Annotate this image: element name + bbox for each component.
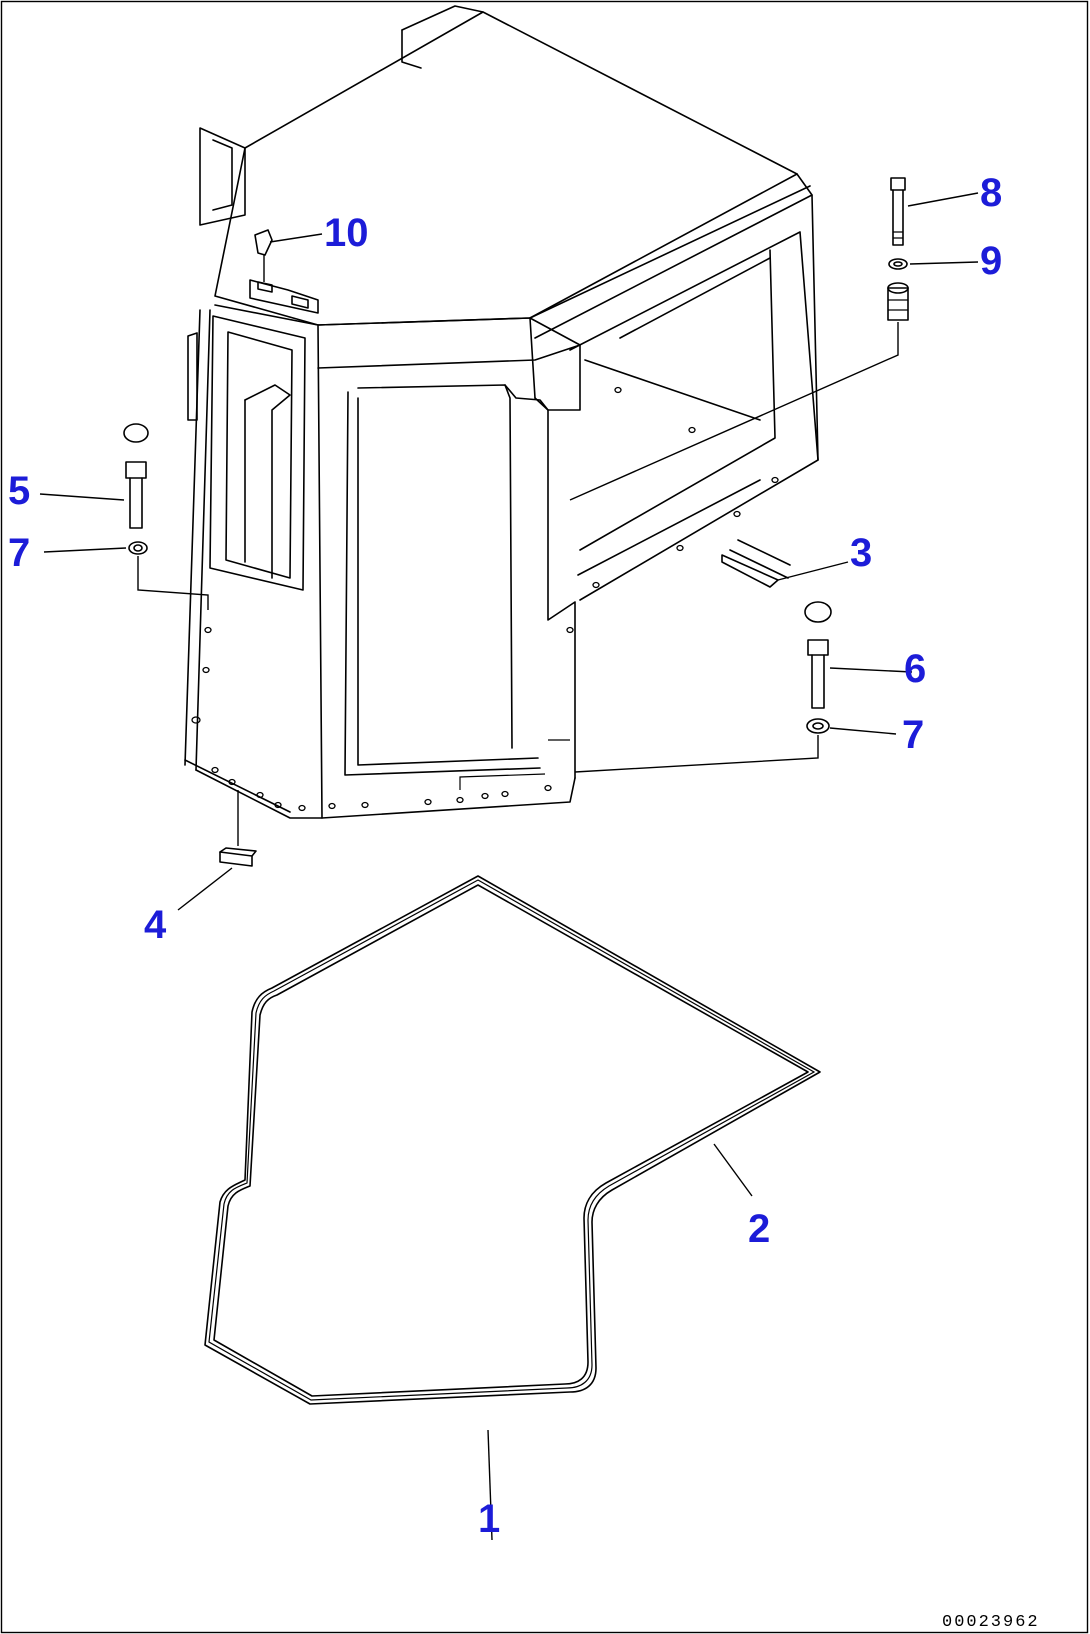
callout-7-left: 7 [8,531,30,575]
part-5-bolt [123,423,149,529]
part-8-bolt [890,177,906,246]
callout-6: 6 [904,647,926,691]
leader-7-left [43,547,127,553]
part-7-washer-right [574,718,830,773]
document-number: 00023962 [942,1613,1040,1632]
leader-9 [909,261,979,265]
callout-10: 10 [324,211,369,255]
part-4-block [219,790,257,867]
part-3-plate [721,554,779,588]
part-9-washer [888,258,908,270]
leader-2 [713,1143,753,1197]
spacer-collar [569,282,909,501]
callout-labels: 10 8 9 5 7 3 6 7 4 2 1 [8,171,1002,1541]
leader-1 [487,1429,493,1541]
leader-lines [39,192,979,1541]
callout-3: 3 [850,531,872,575]
leader-5 [39,493,125,501]
part-1-floor-mat-seal [204,875,821,1405]
cab-body [184,5,819,819]
callout-9: 9 [980,239,1002,283]
leader-4 [177,867,233,911]
callout-7-right: 7 [902,713,924,757]
callout-8: 8 [980,171,1002,215]
part-6-bolt [804,601,832,709]
leader-3 [777,561,849,581]
leader-6 [829,667,913,673]
callout-2: 2 [748,1207,770,1251]
leader-7-right [829,727,897,735]
leader-8 [907,192,979,207]
leader-10 [269,233,323,243]
callout-5: 5 [8,469,30,513]
mounting-holes [191,386,779,812]
part-10-clip [254,229,273,282]
callout-1: 1 [478,1497,500,1541]
part-7-washer-left [128,541,209,610]
callout-4: 4 [144,903,167,947]
